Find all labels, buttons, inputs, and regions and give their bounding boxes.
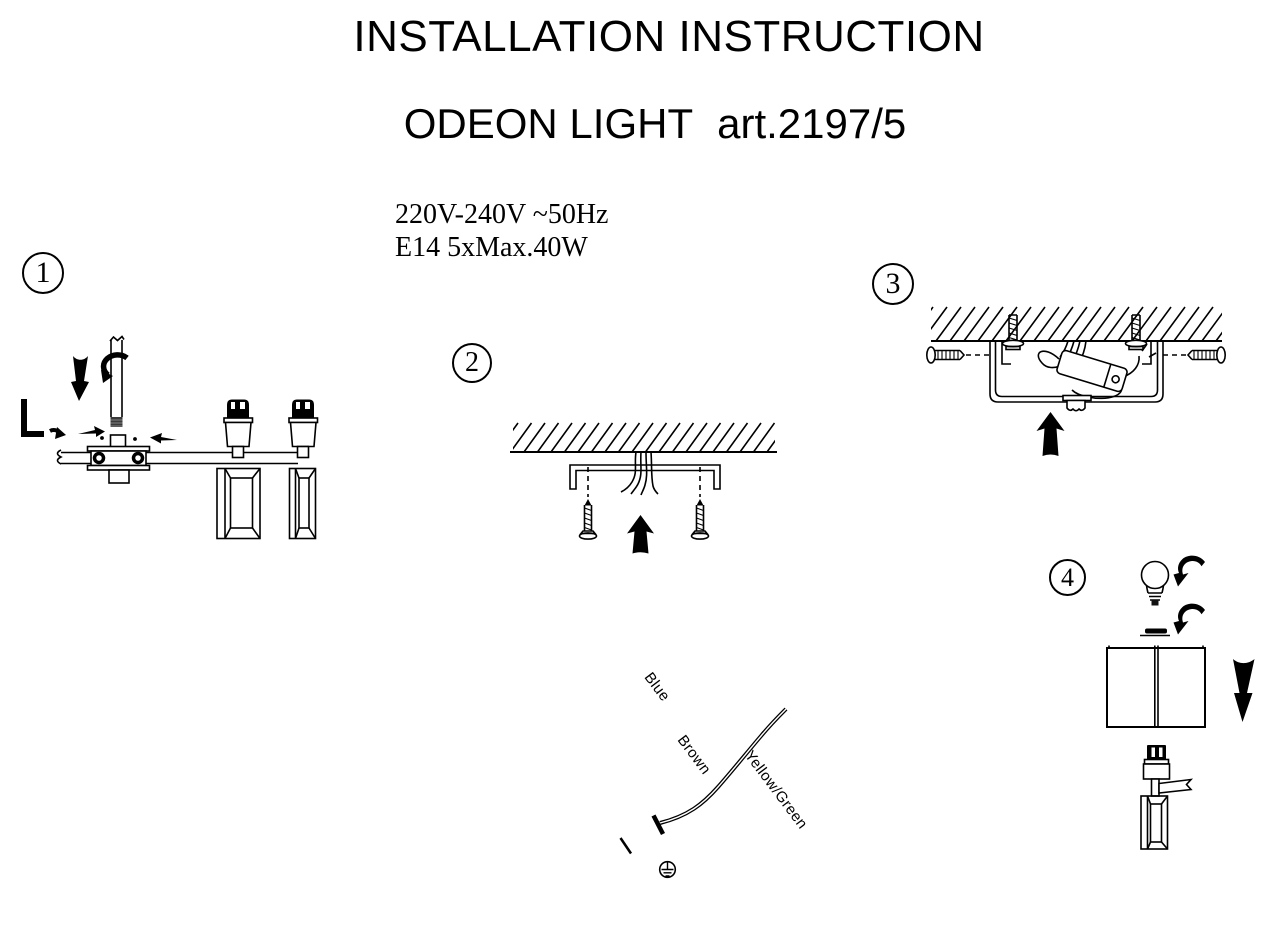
ceiling-hatch	[931, 306, 1222, 342]
earth-ground-icon	[658, 860, 677, 879]
wiring-diagram	[619, 707, 788, 879]
side-screw-icon	[926, 346, 989, 364]
central-hub	[86, 434, 151, 484]
page-subtitle: ODEON LIGHT art.2197/5	[404, 100, 907, 148]
lamp-socket	[1142, 745, 1194, 797]
step-2-digit: 2	[465, 347, 479, 378]
step-1-diagram	[21, 335, 319, 540]
step-3-number: 3	[872, 263, 914, 305]
glass-shade	[216, 467, 261, 540]
ceiling-screw-icon	[1001, 314, 1025, 351]
screw-dot	[133, 437, 137, 441]
small-rotate-icon	[49, 427, 66, 439]
step-1-number: 1	[22, 252, 64, 294]
step-2-number: 2	[452, 343, 492, 383]
tick-mark	[619, 837, 633, 855]
terminal-block	[1056, 349, 1128, 393]
light-bulb-icon	[1140, 560, 1170, 606]
push-right-arrow-icon	[78, 426, 105, 437]
shade-retainer	[1140, 628, 1170, 637]
mounting-bracket	[569, 464, 721, 490]
voltage-spec: 220V-240V ~50Hz	[395, 199, 609, 230]
push-left-arrow-icon	[150, 433, 177, 444]
down-arrow-icon	[1233, 659, 1255, 722]
ceiling-wires	[620, 451, 659, 496]
step-4-digit: 4	[1061, 562, 1074, 592]
threaded-rod-icon	[109, 335, 125, 427]
lamp-arms	[56, 449, 298, 465]
rotate-arrow-icon	[100, 352, 129, 383]
step-1-digit: 1	[35, 256, 51, 289]
page-title: INSTALLATION INSTRUCTION	[353, 12, 985, 61]
ground-wire	[651, 707, 788, 836]
step-3-digit: 3	[885, 267, 901, 300]
up-arrow-icon	[627, 515, 654, 554]
ceiling-hatch	[510, 422, 777, 453]
mounting-screw-icon	[578, 467, 598, 540]
hex-key-icon	[21, 399, 44, 437]
step-3-diagram	[926, 306, 1226, 456]
article-number: art.2197/5	[717, 100, 907, 147]
lamp-socket	[223, 399, 254, 459]
down-arrow-icon	[71, 356, 89, 401]
step-4-diagram	[1106, 555, 1255, 850]
glass-shade-side	[1140, 795, 1169, 850]
up-arrow-icon	[1036, 412, 1065, 456]
stem-stub	[1062, 394, 1092, 412]
lamp-spec: E14 5xMax.40W	[395, 232, 588, 263]
rotate-arrow-icon	[1173, 555, 1205, 587]
electrical-specs: 220V-240V ~50Hz E14 5xMax.40W	[395, 198, 609, 264]
step-2-diagram	[510, 422, 777, 554]
glass-shade-side	[288, 467, 317, 540]
glass-shade-front	[1106, 645, 1206, 728]
lamp-socket	[288, 399, 319, 459]
screw-dot	[100, 436, 104, 440]
step-4-number: 4	[1049, 559, 1086, 596]
brand-name: ODEON LIGHT	[403, 100, 694, 147]
